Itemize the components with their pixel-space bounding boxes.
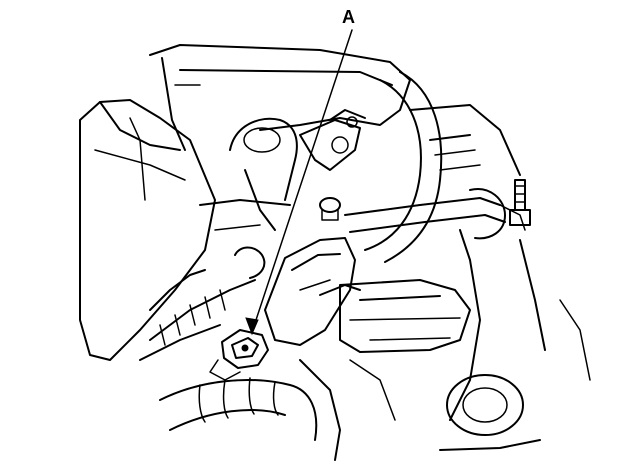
right-engine-housing bbox=[409, 104, 546, 421]
intake-housing bbox=[199, 117, 298, 231]
left-engine-block bbox=[79, 99, 216, 361]
fuel-line-pipe bbox=[344, 188, 526, 240]
right-stud-bolt bbox=[509, 179, 531, 226]
lower-misc-lines bbox=[299, 299, 591, 461]
connector-housing bbox=[339, 279, 471, 353]
sensor-body bbox=[264, 237, 361, 346]
curved-hose bbox=[364, 71, 443, 263]
center-bolt bbox=[319, 197, 341, 221]
callout-label-a: A bbox=[342, 7, 355, 27]
upper-bracket bbox=[299, 109, 366, 171]
upper-housing-frame bbox=[149, 44, 411, 151]
bottom-right-circular-part bbox=[439, 374, 541, 451]
lower-ribbed-hose bbox=[159, 377, 318, 441]
lower-left-bracket bbox=[139, 246, 266, 361]
callout-leader-a bbox=[245, 29, 353, 336]
target-connector-a bbox=[209, 329, 269, 381]
